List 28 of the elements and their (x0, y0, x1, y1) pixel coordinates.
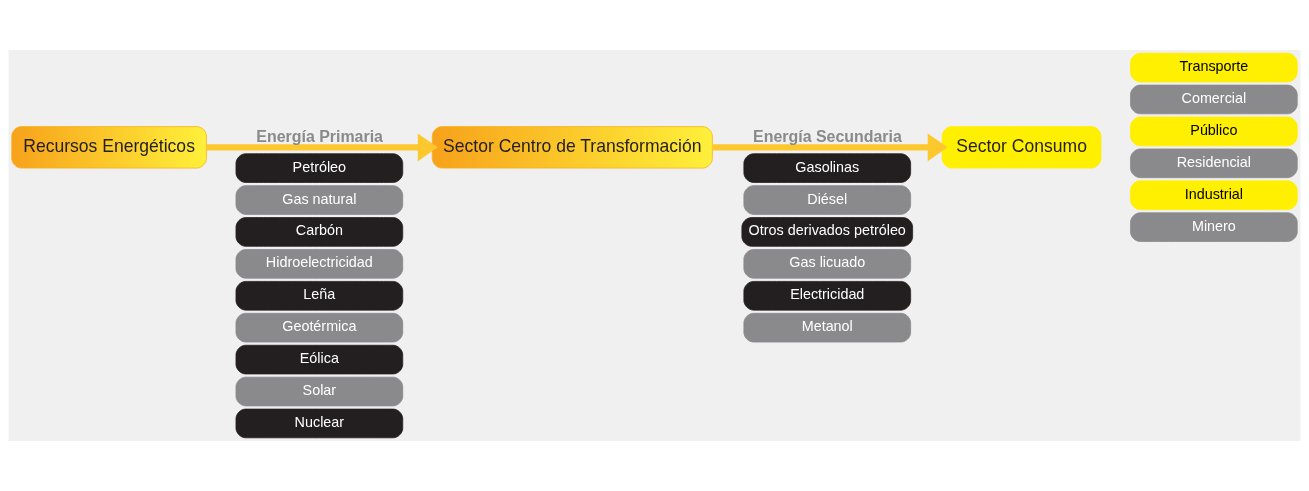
arrow (712, 133, 948, 162)
node-box: Comercial (1130, 84, 1298, 115)
node-box: Público (1130, 116, 1298, 147)
node-box: Minero (1130, 212, 1298, 242)
node-box: Eólica (235, 344, 404, 375)
node-box: Industrial (1130, 180, 1298, 210)
edge-label: Energía Secundaria (753, 127, 902, 145)
node-box: Gasolinas (743, 153, 912, 183)
node-box: Hidroelectricidad (235, 249, 404, 279)
node-box: Residencial (1130, 148, 1298, 179)
node-box: Recursos Energéticos (11, 126, 207, 169)
node-box: Otros derivados petróleo (741, 217, 914, 247)
node-box: Sector Centro de Transformación (431, 126, 713, 169)
arrow (206, 133, 438, 162)
node-box: Diésel (743, 185, 912, 215)
node-box: Nuclear (235, 408, 404, 439)
node-box: Geotérmica (235, 312, 404, 343)
node-box: Metanol (743, 312, 912, 343)
node-box: Petróleo (235, 153, 404, 183)
node-box: Carbón (235, 217, 404, 247)
node-box: Transporte (1130, 52, 1298, 83)
node-box: Sector Consumo (941, 126, 1102, 169)
node-box: Gas natural (235, 185, 404, 215)
node-box: Leña (235, 281, 404, 311)
node-box: Gas licuado (743, 249, 912, 279)
edge-label: Energía Primaria (256, 127, 384, 145)
node-box: Electricidad (743, 281, 912, 311)
node-box: Solar (235, 376, 404, 407)
